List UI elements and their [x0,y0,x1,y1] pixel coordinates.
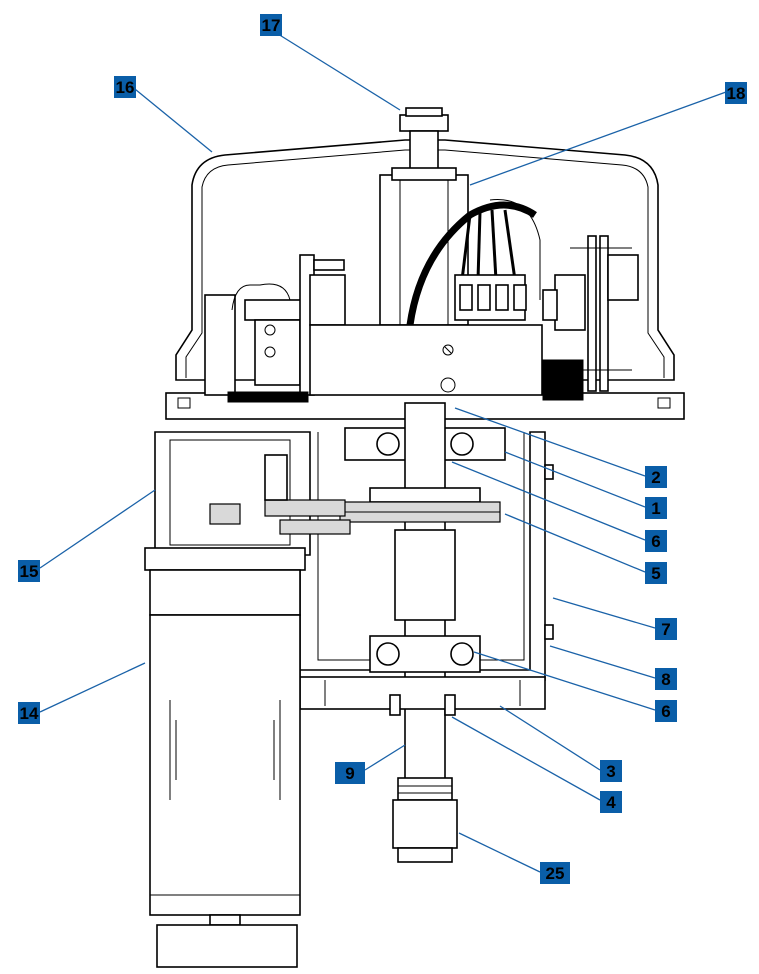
callout-8: 8 [655,668,677,690]
callout-6-upper: 6 [645,530,667,552]
svg-text:2: 2 [651,468,660,487]
svg-text:5: 5 [651,564,660,583]
gearbox-block [309,324,543,396]
svg-text:25: 25 [546,864,565,883]
lower-bearing [369,635,481,673]
svg-text:7: 7 [661,620,670,639]
switch-stack [379,167,469,326]
svg-text:8: 8 [661,670,670,689]
base-plate [299,676,546,716]
svg-text:1: 1 [651,499,660,518]
callout-6-lower: 6 [655,700,677,722]
svg-text:9: 9 [345,764,354,783]
main-gear [339,487,501,523]
svg-text:18: 18 [727,84,746,103]
output-shaft [394,402,456,804]
wiring-harness [406,199,541,326]
svg-text:15: 15 [20,562,39,581]
callout-1: 1 [645,497,667,519]
limit-switch-bracket [204,254,346,403]
callout-25: 25 [540,862,570,884]
svg-text:6: 6 [651,532,660,551]
intermediate-gears [209,454,351,535]
coupling [392,777,458,863]
callout-17: 17 [260,14,282,36]
svg-text:4: 4 [606,793,616,812]
svg-text:6: 6 [661,702,670,721]
circuit-boards [542,235,639,401]
svg-text:17: 17 [262,16,281,35]
callout-5: 5 [645,562,667,584]
callout-9: 9 [335,762,365,784]
leader-lines [39,33,727,873]
callout-18: 18 [725,82,747,104]
callout-7: 7 [655,618,677,640]
callout-15: 15 [18,560,40,582]
callout-4: 4 [600,791,622,813]
svg-text:14: 14 [20,704,39,723]
svg-text:16: 16 [116,78,135,97]
callout-3: 3 [600,760,622,782]
callout-16: 16 [114,76,136,98]
callout-2: 2 [645,466,667,488]
svg-text:3: 3 [606,762,615,781]
motor [144,547,306,968]
callout-14: 14 [18,702,40,724]
